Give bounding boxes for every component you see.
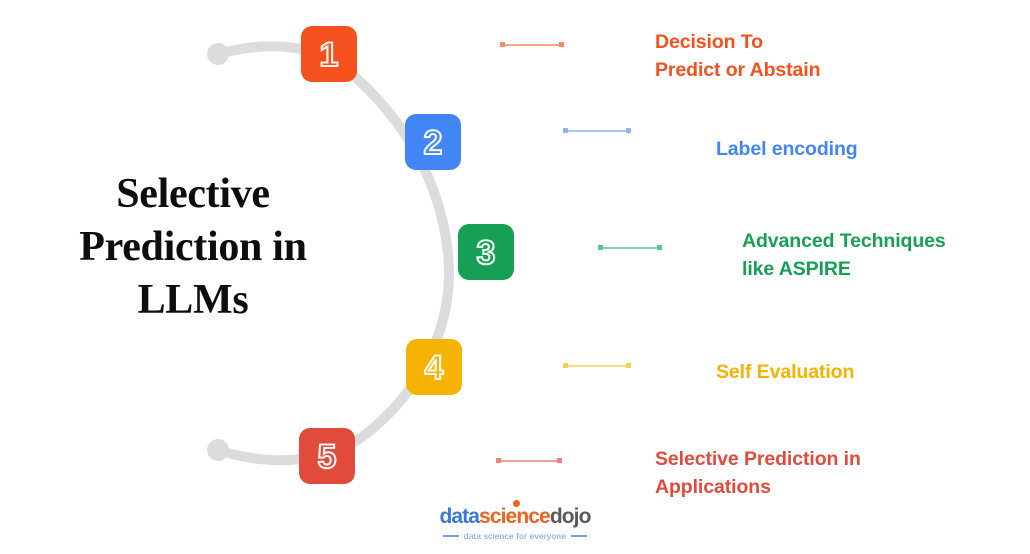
step-connector-4	[563, 361, 631, 371]
step-connector-3	[598, 243, 662, 253]
step-connector-5	[496, 456, 562, 466]
connector-line-3-icon	[598, 245, 662, 250]
brand-word-science: science	[479, 505, 551, 528]
page-title: Selective Prediction in LLMs	[79, 171, 307, 323]
connector-line-1-icon	[500, 42, 564, 47]
connector-line-2-icon	[563, 128, 631, 133]
step-number-1-text: 1	[320, 36, 339, 74]
tagline-dash-right-icon	[571, 535, 588, 537]
step-number-1-icon: 1	[318, 35, 339, 75]
step-number-4-text: 4	[425, 349, 444, 387]
brand-word-dojo: dojo	[549, 505, 592, 528]
step-number-4-icon: 4	[423, 348, 444, 388]
connector-line-4-icon	[563, 363, 631, 368]
step-connector-2	[563, 126, 631, 136]
step-badge-2[interactable]: 2	[405, 114, 461, 170]
brand-person-dot-icon	[513, 500, 520, 507]
step-badge-5[interactable]: 5	[299, 428, 355, 484]
step-number-2-icon: 2	[422, 123, 443, 163]
brand-tagline-row: data science for everyone	[432, 531, 598, 541]
step-label-2: Label encoding	[716, 138, 858, 160]
step-number-3-icon: 3	[475, 233, 496, 273]
step-number-2-text: 2	[424, 124, 443, 162]
step-number-5-icon: 5	[316, 437, 337, 477]
step-badge-1[interactable]: 1	[301, 26, 357, 82]
step-badge-3[interactable]: 3	[458, 224, 514, 280]
step-number-5-text: 5	[318, 438, 337, 476]
brand-logo[interactable]: datasciencedojo data science for everyon…	[432, 500, 598, 541]
step-number-3-text: 3	[477, 234, 496, 272]
tagline-dash-left-icon	[442, 535, 459, 537]
step-label-1: Decision To Predict or Abstain	[655, 31, 821, 81]
step-label-3: Advanced Techniques like ASPIRE	[742, 230, 946, 280]
step-badge-4[interactable]: 4	[406, 339, 462, 395]
brand-wordmark: datasciencedojo	[432, 500, 598, 528]
step-label-4: Self Evaluation	[716, 361, 855, 383]
connector-line-5-icon	[496, 458, 562, 463]
step-connector-1	[500, 40, 564, 50]
brand-word-data: data	[439, 505, 480, 528]
brand-tagline: data science for everyone	[463, 531, 567, 541]
step-label-5: Selective Prediction in Applications	[655, 448, 861, 498]
